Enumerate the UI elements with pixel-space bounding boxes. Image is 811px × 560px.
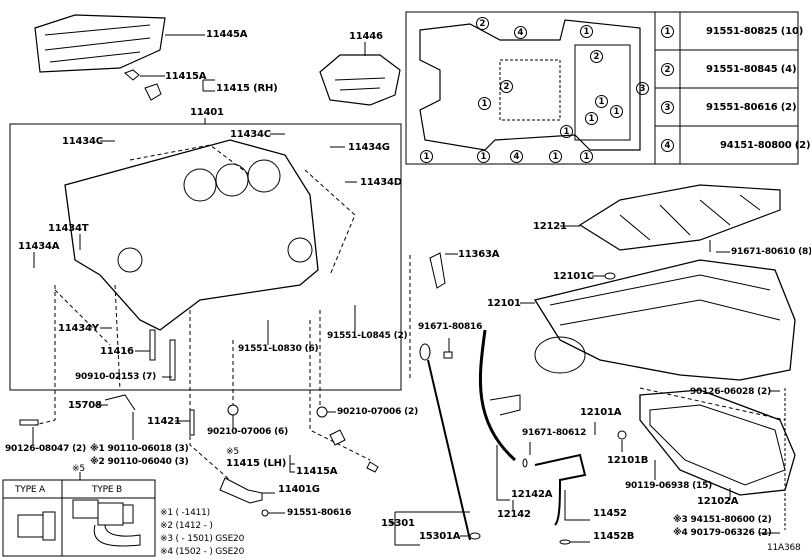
part-label[interactable]: 12101A <box>580 407 622 418</box>
part-label[interactable]: 91671-80612 <box>522 428 587 438</box>
part-label[interactable]: 11452 <box>593 508 627 519</box>
table-num: 1 <box>661 25 674 38</box>
part-label[interactable]: 15301 <box>381 518 415 529</box>
part-label[interactable]: 11415 (RH) <box>216 83 278 94</box>
part-label[interactable]: 11416 <box>100 346 134 357</box>
cover-11445A <box>34 14 166 73</box>
part-label[interactable]: 11434T <box>48 223 89 234</box>
part-label[interactable]: 90210-07006 (2) <box>337 407 418 417</box>
part-label[interactable]: 11415 (LH) <box>226 458 287 469</box>
footnote: ※4 (1502 - ) GSE20 <box>160 547 245 557</box>
part-label[interactable]: 91551-L0845 (2) <box>327 331 408 341</box>
part-label[interactable]: 11363A <box>458 249 500 260</box>
part-label[interactable]: 90126-08047 (2) <box>5 444 86 454</box>
table-num: 3 <box>661 101 674 114</box>
callout-circle: 1 <box>560 125 573 138</box>
part-label[interactable]: 15301A <box>419 531 461 542</box>
callout-circle: 1 <box>549 150 562 163</box>
part-label[interactable]: 91551-80616 <box>287 508 352 518</box>
part-label[interactable]: 91671-80610 (8) <box>731 247 811 257</box>
part-label[interactable]: 15708 <box>68 400 102 411</box>
part-label[interactable]: 11401 <box>190 107 224 118</box>
part-label[interactable]: 11434D <box>360 177 402 188</box>
part-label[interactable]: 91551-L0830 (6) <box>238 344 319 354</box>
part-label[interactable]: ※4 90179-06326 (2) <box>673 528 772 538</box>
table-num: 4 <box>661 139 674 152</box>
part-label[interactable]: 11415A <box>296 466 338 477</box>
callout-circle: 1 <box>477 150 490 163</box>
table-part: 91551-80616 (2) <box>706 102 797 113</box>
type-box-mark: ※5 <box>72 464 85 474</box>
part-label[interactable]: 11434C <box>230 129 271 140</box>
callout-circle: 2 <box>590 50 603 63</box>
part-label[interactable]: 12101B <box>607 455 649 466</box>
callout-circle: 4 <box>514 26 527 39</box>
oil-pan-12101 <box>533 259 796 381</box>
callout-circle: 4 <box>510 150 523 163</box>
callout-circle: 2 <box>500 80 513 93</box>
part-label[interactable]: 90126-06028 (2) <box>690 387 771 397</box>
diagram-id: 11A368 <box>767 543 801 553</box>
callout-circle: 1 <box>595 95 608 108</box>
part-label[interactable]: 11415A <box>165 71 207 82</box>
part-label[interactable]: 12121 <box>533 221 567 232</box>
part-label[interactable]: 11434C <box>62 136 103 147</box>
footnote: ※1 ( -1411) <box>160 508 210 518</box>
callout-circle: 1 <box>580 25 593 38</box>
part-label[interactable]: 12101 <box>487 298 521 309</box>
part-label[interactable]: 11446 <box>349 31 383 42</box>
callout-circle: 1 <box>585 112 598 125</box>
type-box-frame <box>2 479 156 557</box>
part-label[interactable]: 91671-80816 <box>418 322 483 332</box>
part-label[interactable]: 11434Y <box>58 323 99 334</box>
callout-circle: 2 <box>476 17 489 30</box>
cylinder-block-frame <box>9 123 402 391</box>
footnote: ※2 (1412 - ) <box>160 521 213 531</box>
part-label[interactable]: ※3 94151-80600 (2) <box>673 515 772 525</box>
table-num: 2 <box>661 63 674 76</box>
part-label[interactable]: 11434G <box>348 142 390 153</box>
callout-circle: 1 <box>478 97 491 110</box>
footnote: ※3 ( - 1501) GSE20 <box>160 534 245 544</box>
engine-block-shape <box>64 139 319 331</box>
callout-circle: 1 <box>420 150 433 163</box>
part-label[interactable]: 11445A <box>206 29 248 40</box>
part-label[interactable]: 90210-07006 (6) <box>207 427 288 437</box>
part-label[interactable]: 90910-02153 (7) <box>75 372 156 382</box>
part-label[interactable]: ※1 90110-06018 (3) <box>90 444 189 454</box>
table-part: 91551-80845 (4) <box>706 64 797 75</box>
part-label[interactable]: 11452B <box>593 531 635 542</box>
part-label[interactable]: 12142A <box>511 489 553 500</box>
part-label[interactable]: 12102A <box>697 496 739 507</box>
oil-pan-gasket-shape <box>419 19 641 151</box>
type-b-label: TYPE B <box>92 485 122 495</box>
part-label[interactable]: 90119-06938 (15) <box>625 481 713 491</box>
baffle-plate-12121 <box>578 184 781 251</box>
part-label[interactable]: 11401G <box>278 484 320 495</box>
callout-circle: 1 <box>610 105 623 118</box>
part-label[interactable]: 11421 <box>147 416 181 427</box>
table-part: 91551-80825 (10) <box>706 26 804 37</box>
variant-mark: ※5 <box>226 447 239 457</box>
part-label[interactable]: 12142 <box>497 509 531 520</box>
table-part: 94151-80800 (2) <box>720 140 811 151</box>
cover-11446 <box>319 54 401 106</box>
part-label[interactable]: 11434A <box>18 241 60 252</box>
callout-circle: 1 <box>580 150 593 163</box>
oil-pan-12102A <box>639 389 796 496</box>
callout-circle: 3 <box>636 82 649 95</box>
type-a-label: TYPE A <box>15 485 45 495</box>
part-label[interactable]: ※2 90110-06040 (3) <box>90 457 189 467</box>
part-label[interactable]: 12101C <box>553 271 594 282</box>
